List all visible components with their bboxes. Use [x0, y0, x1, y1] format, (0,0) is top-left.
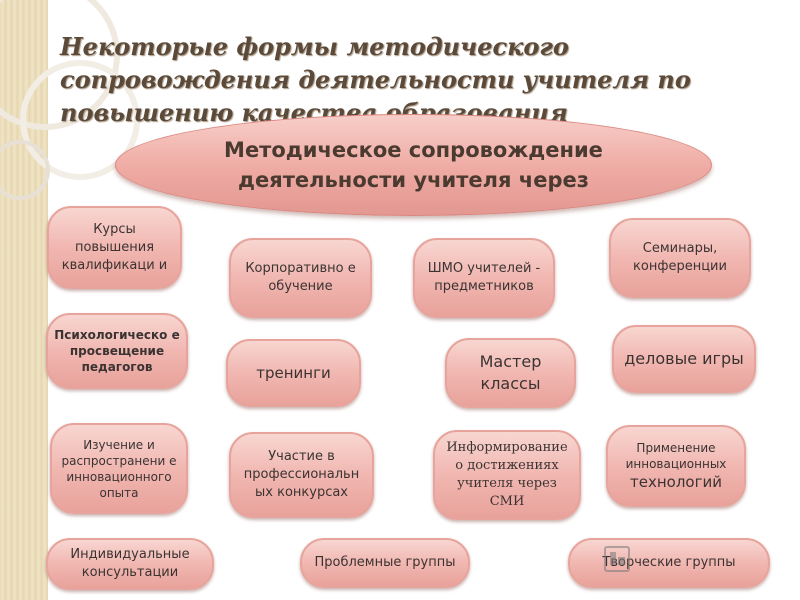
- node-korporativ-label: Корпоративно е обучение: [245, 261, 356, 294]
- decorative-ring: [0, 140, 50, 200]
- central-concept-label: Методическое сопровождение деятельности …: [224, 138, 603, 192]
- watermark-icon: [604, 546, 630, 572]
- node-treningi: тренинги: [226, 339, 361, 407]
- node-master: Мастер классы: [445, 338, 576, 408]
- node-primenenie-line2: технологий: [630, 472, 722, 491]
- node-treningi-label: тренинги: [256, 363, 331, 382]
- node-delovye-label: деловые игры: [624, 349, 744, 368]
- node-delovye: деловые игры: [612, 325, 756, 393]
- node-uchastie-label: Участие в профессиональн ых конкурсах: [243, 449, 360, 500]
- node-shmo: ШМО учителей - предметников: [413, 238, 555, 318]
- node-shmo-label: ШМО учителей - предметников: [427, 261, 541, 294]
- node-kursy: Курсы повышения квалификаци и: [47, 206, 182, 289]
- node-individ: Индивидуальные консультации: [46, 538, 214, 590]
- node-problem-label: Проблемные группы: [314, 555, 456, 570]
- node-individ-label: Индивидуальные консультации: [70, 547, 190, 580]
- node-inform: Информирование о достижениях учителя чер…: [433, 430, 581, 520]
- node-psikh: Психологическо е просвещение педагогов: [46, 313, 188, 389]
- node-primenenie-label: Применение инновационных технологий: [614, 440, 738, 493]
- node-problem: Проблемные группы: [300, 538, 470, 588]
- node-kursy-label: Курсы повышения квалификаци и: [61, 221, 168, 273]
- node-korporativ: Корпоративно е обучение: [229, 238, 372, 318]
- central-concept-ellipse: Методическое сопровождение деятельности …: [115, 114, 712, 216]
- node-inform-label: Информирование о достижениях учителя чер…: [446, 440, 568, 509]
- node-tvorch-label: Творческие группы: [602, 555, 736, 570]
- node-izuchenie-label: Изучение и распространени е инновационно…: [61, 437, 177, 500]
- node-seminary: Семинары, конференции: [609, 218, 751, 298]
- decorative-ring: [20, 60, 140, 180]
- node-primenenie-line1: Применение инновационных: [625, 440, 727, 471]
- node-primenenie: Применение инновационных технологий: [606, 425, 746, 507]
- node-tvorch: Творческие группы: [568, 538, 770, 588]
- node-izuchenie: Изучение и распространени е инновационно…: [50, 423, 188, 514]
- node-master-label: Мастер классы: [479, 352, 542, 393]
- node-seminary-label: Семинары, конференции: [633, 241, 727, 274]
- node-uchastie: Участие в профессиональн ых конкурсах: [229, 432, 374, 518]
- node-psikh-label: Психологическо е просвещение педагогов: [54, 328, 180, 374]
